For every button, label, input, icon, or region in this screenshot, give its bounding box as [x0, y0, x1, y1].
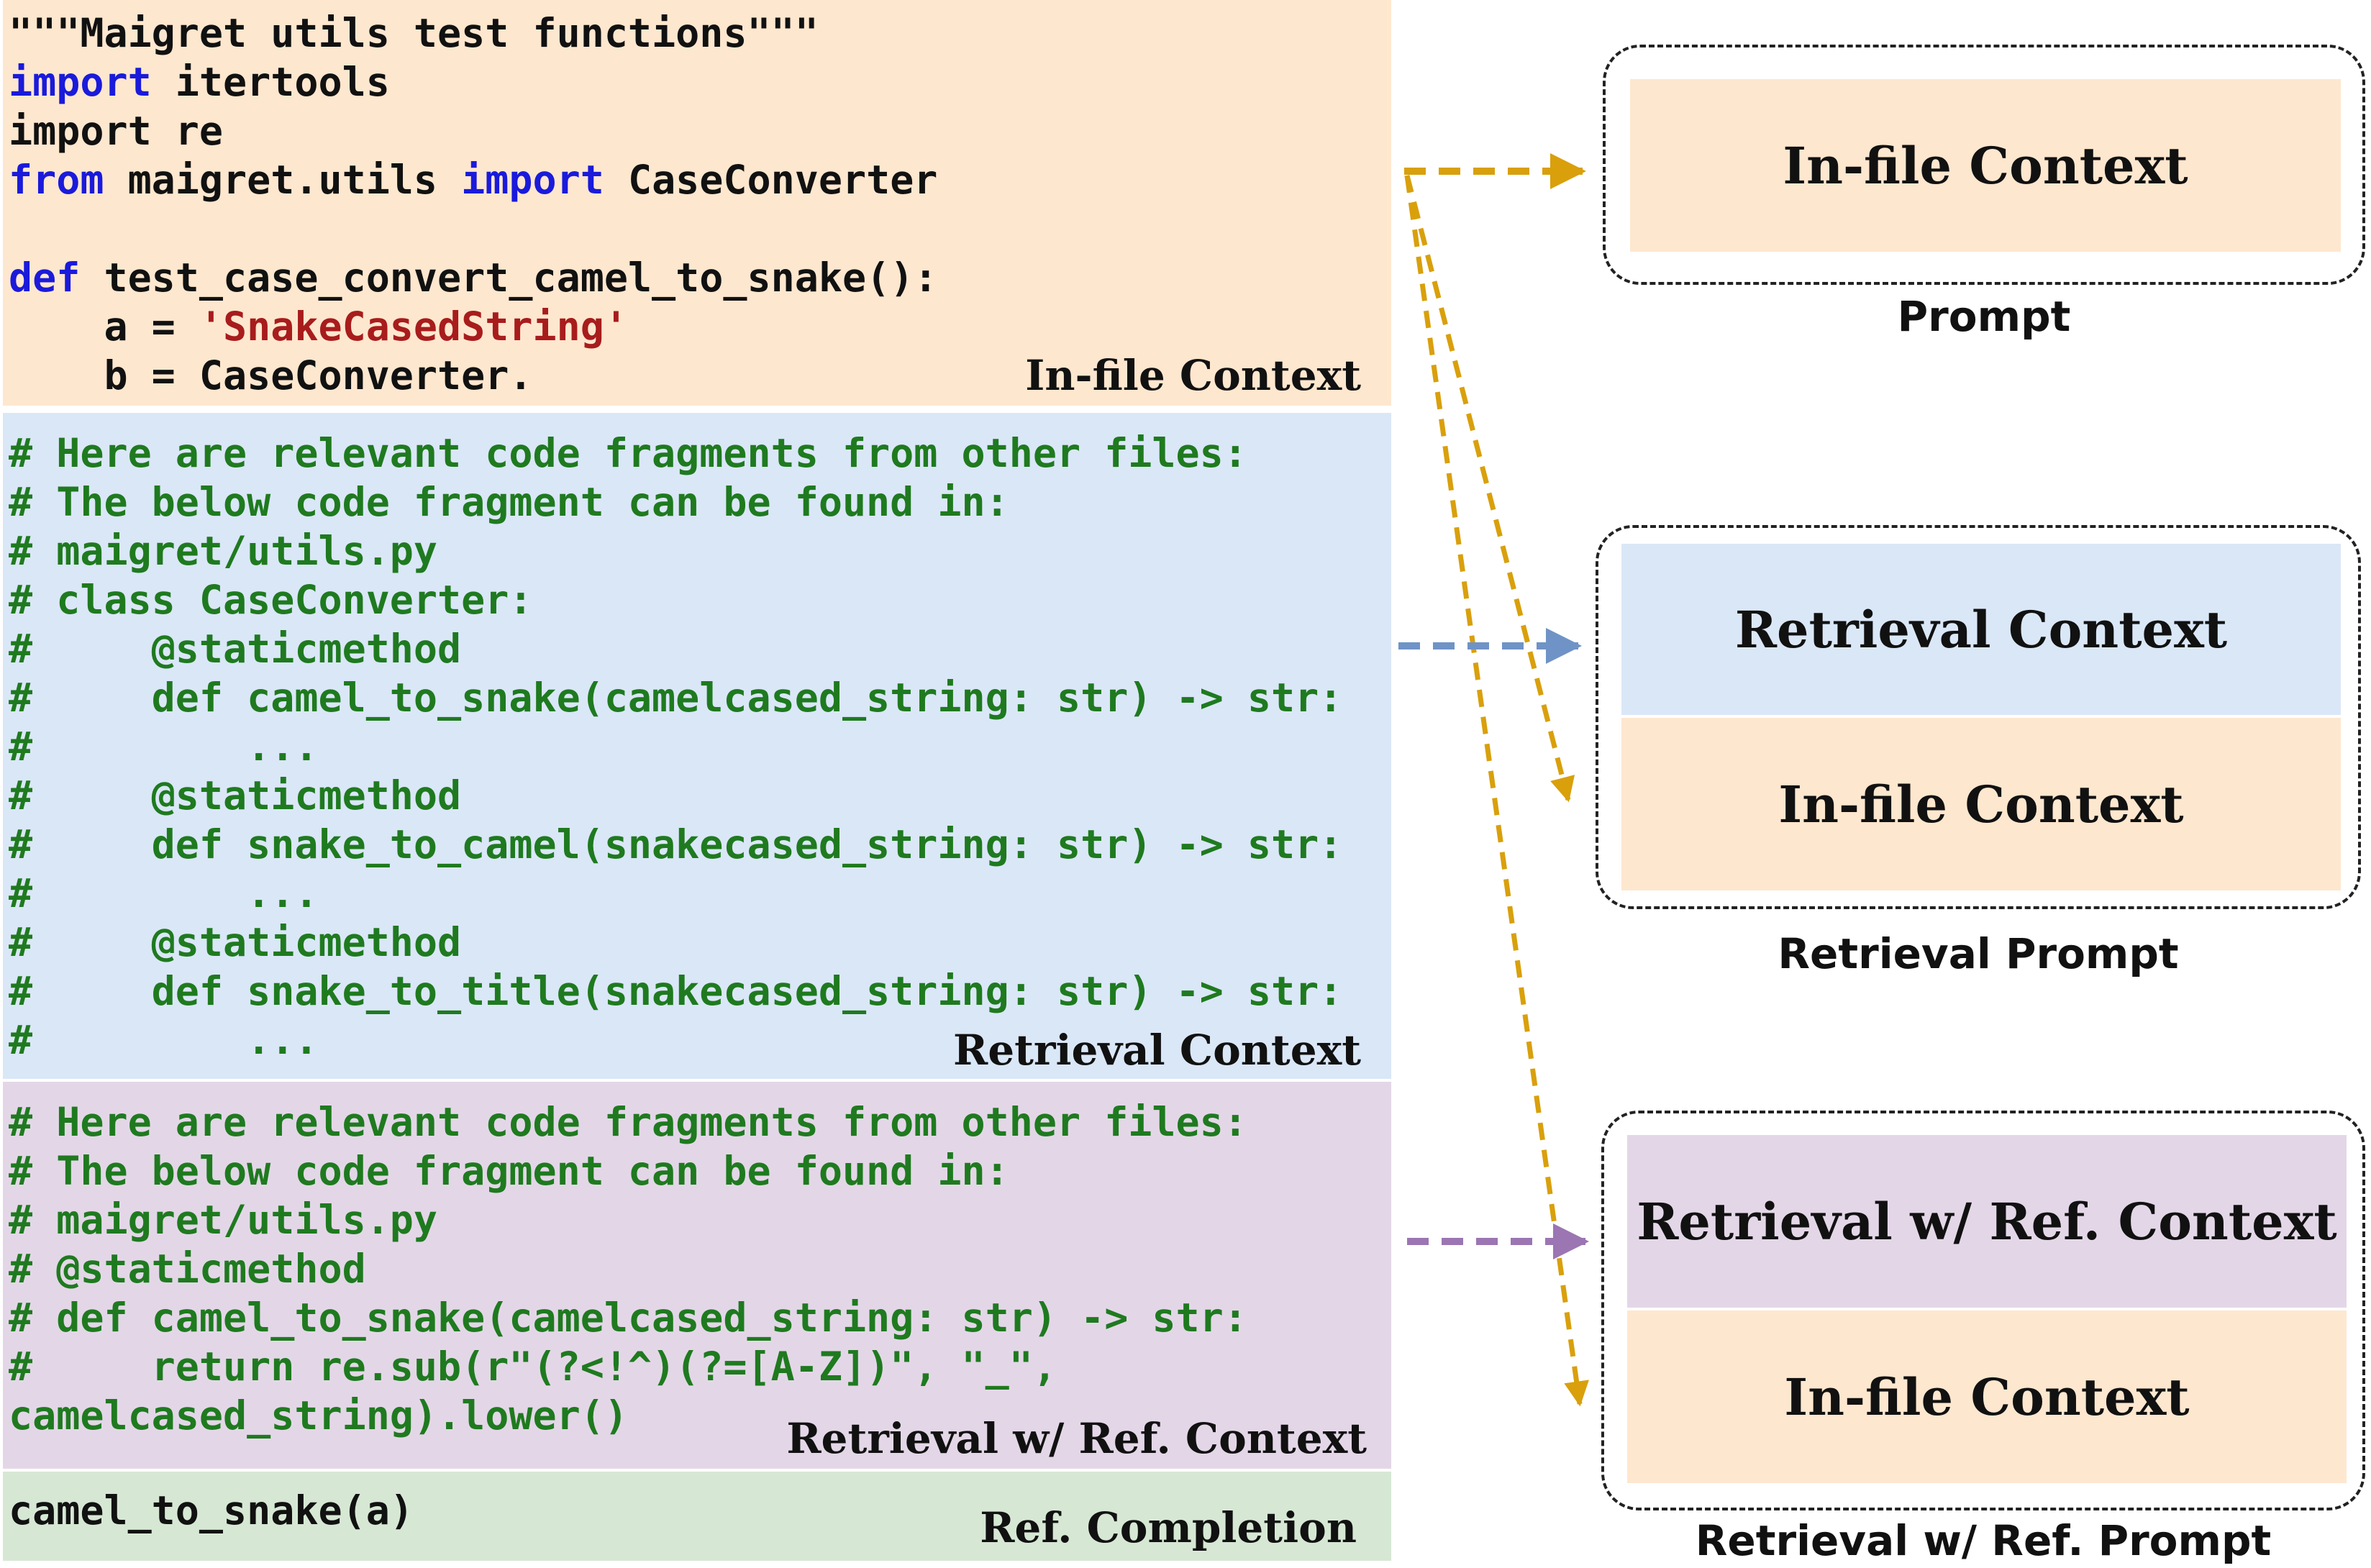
- prompt-group: In-file Context: [1603, 45, 2365, 285]
- prompt-infile-block: In-file Context: [1630, 79, 2341, 252]
- code-token: # def camel_to_snake(camelcased_string: …: [9, 675, 1343, 721]
- code-token: import: [461, 157, 604, 203]
- code-token: # def snake_to_camel(snakecased_string: …: [9, 821, 1343, 867]
- code-token: itertools: [151, 59, 390, 105]
- code-token: # @staticmethod: [9, 1246, 366, 1292]
- code-token: b = CaseConverter.: [9, 352, 533, 398]
- retrieval-ref-context-panel: # Here are relevant code fragments from …: [3, 1082, 1391, 1469]
- infile-context-label: In-file Context: [1025, 351, 1361, 400]
- retrieval-context-panel: # Here are relevant code fragments from …: [3, 413, 1391, 1079]
- retrieval-ref-code: # Here are relevant code fragments from …: [9, 1098, 1247, 1440]
- code-token: # def snake_to_title(snakecased_string: …: [9, 968, 1343, 1014]
- retrieval-prompt-infile-block: In-file Context: [1621, 718, 2341, 890]
- infile-context-panel: """Maigret utils test functions""" impor…: [3, 0, 1391, 406]
- retrieval-ref-context-label: Retrieval w/ Ref. Context: [786, 1414, 1367, 1463]
- code-token: # return re.sub(r"(?<!^)(?=[A-Z])", "_",: [9, 1344, 1057, 1390]
- code-token: maigret.utils: [104, 157, 462, 203]
- code-token: # Here are relevant code fragments from …: [9, 430, 1247, 476]
- code-token: # ...: [9, 724, 319, 770]
- arrow-infile-to-retrieval-ref-prompt: [1404, 175, 1589, 1407]
- code-token: 'SnakeCasedString': [199, 304, 628, 350]
- code-token: import re: [9, 108, 224, 154]
- retrieval-prompt-caption: Retrieval Prompt: [1778, 929, 2179, 978]
- retrieval-prompt-retrieval-block: Retrieval Context: [1621, 544, 2341, 715]
- code-token: camelcased_string).lower(): [9, 1392, 628, 1439]
- arrow-infile-to-retrieval-prompt: [1404, 175, 1575, 803]
- code-token: # Here are relevant code fragments from …: [9, 1099, 1247, 1145]
- code-token: # @staticmethod: [9, 772, 462, 819]
- completion-code: camel_to_snake(a): [9, 1486, 414, 1535]
- code-token: test_case_convert_camel_to_snake():: [80, 255, 938, 301]
- code-token: # class CaseConverter:: [9, 577, 533, 623]
- code-token: CaseConverter: [604, 157, 938, 203]
- code-token: # def camel_to_snake(camelcased_string: …: [9, 1295, 1247, 1341]
- code-token: from: [9, 157, 104, 203]
- ref-completion-label: Ref. Completion: [980, 1503, 1357, 1552]
- code-token: # The below code fragment can be found i…: [9, 479, 1009, 525]
- code-token: # ...: [9, 1017, 319, 1063]
- code-token: # maigret/utils.py: [9, 528, 438, 574]
- code-token: # The below code fragment can be found i…: [9, 1148, 1009, 1194]
- code-token: import: [9, 59, 152, 105]
- infile-code: """Maigret utils test functions""" impor…: [9, 9, 937, 400]
- retrieval-prompt-group: Retrieval Context In-file Context: [1596, 525, 2361, 909]
- retrieval-ref-prompt-ref-block: Retrieval w/ Ref. Context: [1627, 1135, 2347, 1308]
- code-token: def: [9, 255, 81, 301]
- code-token: # ...: [9, 870, 319, 916]
- retrieval-ref-prompt-group: Retrieval w/ Ref. Context In-file Contex…: [1601, 1111, 2365, 1510]
- code-token: a =: [9, 304, 199, 350]
- ref-completion-panel: camel_to_snake(a) Ref. Completion: [3, 1472, 1391, 1561]
- prompt-caption: Prompt: [1897, 292, 2071, 341]
- code-token: # maigret/utils.py: [9, 1197, 438, 1243]
- code-token: camel_to_snake(a): [9, 1487, 414, 1533]
- retrieval-ref-prompt-caption: Retrieval w/ Ref. Prompt: [1695, 1516, 2272, 1565]
- code-token: # @staticmethod: [9, 919, 462, 965]
- retrieval-ref-prompt-infile-block: In-file Context: [1627, 1311, 2347, 1483]
- retrieval-context-label: Retrieval Context: [953, 1026, 1361, 1075]
- retrieval-code: # Here are relevant code fragments from …: [9, 429, 1342, 1065]
- code-token: # @staticmethod: [9, 626, 462, 672]
- code-token: """Maigret utils test functions""": [9, 10, 819, 56]
